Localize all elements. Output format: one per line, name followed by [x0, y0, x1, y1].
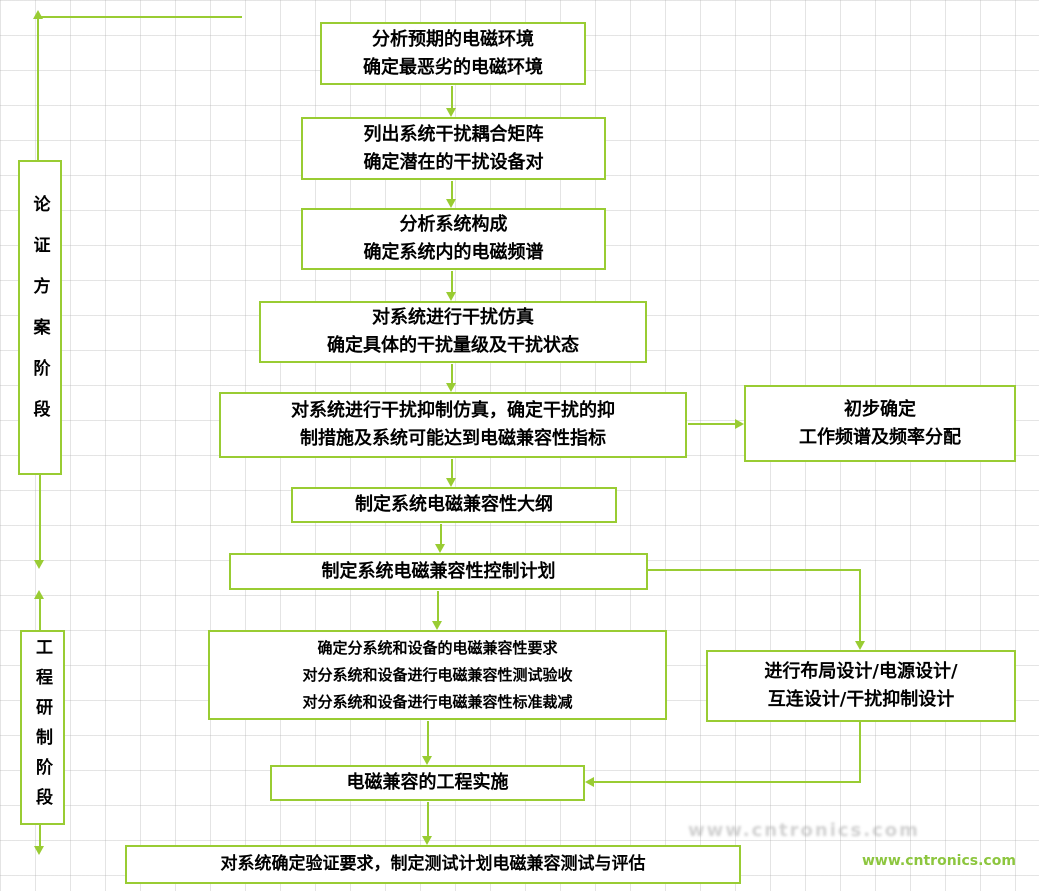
- arrowhead-down-icon: [446, 478, 456, 487]
- node-text-line: 列出系统干扰耦合矩阵: [363, 123, 544, 145]
- connector-layout-down: [859, 722, 861, 783]
- connector-env-to-matrix: [451, 86, 453, 109]
- connector-layout-to-implementation: [594, 781, 861, 783]
- node-text-line: 确定最恶劣的电磁环境: [363, 56, 543, 78]
- node-text-line: 确定系统内的电磁频谱: [363, 242, 544, 263]
- arrowhead-up-icon: [34, 590, 44, 599]
- connector-matrix-to-composition: [451, 181, 453, 200]
- node-text-line: 工作频谱及频率分配: [799, 426, 961, 448]
- connector-suppression-to-frequency: [688, 423, 736, 425]
- node-subsystem-emc-requirements: 确定分系统和设备的电磁兼容性要求 对分系统和设备进行电磁兼容性测试验收 对分系统…: [208, 630, 667, 720]
- node-layout-power-design: 进行布局设计/电源设计/ 互连设计/干扰抑制设计: [706, 650, 1016, 722]
- arrowhead-down-icon: [435, 544, 445, 553]
- node-emc-control-plan: 制定系统电磁兼容性控制计划: [229, 553, 648, 590]
- arrowhead-down-icon: [422, 836, 432, 845]
- phase-label: 工程研制阶段: [32, 637, 52, 818]
- phase-demonstration-scheme: 论证方案阶段: [18, 160, 62, 475]
- arrowhead-down-icon: [446, 292, 456, 301]
- node-text-line: 对系统确定验证要求，制定测试计划电磁兼容测试与评估: [220, 854, 646, 875]
- connector-implementation-to-verification: [427, 802, 429, 837]
- arrowhead-up-icon: [33, 10, 43, 19]
- connector-requirements-to-implementation: [427, 721, 429, 757]
- arrowhead-down-icon: [446, 383, 456, 392]
- node-text-line: 确定分系统和设备的电磁兼容性要求: [317, 638, 558, 657]
- phase1-span-top-line: [37, 18, 39, 160]
- node-system-composition: 分析系统构成 确定系统内的电磁频谱: [301, 208, 606, 270]
- arrowhead-left-icon: [585, 777, 594, 787]
- node-initial-frequency-allocation: 初步确定 工作频谱及频率分配: [744, 385, 1016, 462]
- phase-engineering-development: 工程研制阶段: [20, 630, 65, 825]
- phase-label: 论证方案阶段: [29, 194, 50, 441]
- node-text-line: 对分系统和设备进行电磁兼容性测试验收: [302, 665, 573, 684]
- node-text-line: 对系统进行干扰仿真: [372, 307, 534, 329]
- node-text-line: 分析系统构成: [399, 214, 508, 236]
- node-interference-simulation: 对系统进行干扰仿真 确定具体的干扰量级及干扰状态: [259, 301, 647, 363]
- node-emc-engineering-implementation: 电磁兼容的工程实施: [270, 765, 585, 801]
- connector-controlplan-to-requirements: [437, 591, 439, 622]
- connector-simulation-to-suppression: [451, 364, 453, 384]
- connector-outline-to-controlplan: [440, 524, 442, 545]
- node-text-line: 对系统进行干扰抑制仿真，确定干扰的抑: [291, 400, 615, 422]
- connector-down-to-layout: [859, 569, 861, 642]
- connector-controlplan-right: [648, 569, 861, 571]
- node-verification-and-evaluation: 对系统确定验证要求，制定测试计划电磁兼容测试与评估: [125, 845, 741, 884]
- node-text-line: 电磁兼容的工程实施: [346, 772, 509, 794]
- phase1-span-bottom-line: [39, 475, 41, 560]
- connector-composition-to-simulation: [451, 271, 453, 293]
- node-text-line: 确定具体的干扰量级及干扰状态: [327, 335, 579, 356]
- node-text-line: 确定潜在的干扰设备对: [363, 151, 544, 173]
- node-text-line: 制定系统电磁兼容性大纲: [355, 494, 553, 516]
- arrowhead-down-icon: [34, 846, 44, 855]
- connector-suppression-to-outline: [451, 459, 453, 479]
- node-text-line: 制措施及系统可能达到电磁兼容性指标: [300, 428, 606, 449]
- arrowhead-down-icon: [855, 641, 865, 650]
- node-interference-coupling-matrix: 列出系统干扰耦合矩阵 确定潜在的干扰设备对: [301, 117, 606, 180]
- node-text-line: 制定系统电磁兼容性控制计划: [321, 560, 556, 582]
- arrowhead-down-icon: [422, 756, 432, 765]
- watermark-faint: www.cntronics.com: [688, 820, 920, 841]
- node-text-line: 分析预期的电磁环境: [372, 28, 534, 50]
- node-text-line: 对分系统和设备进行电磁兼容性标准裁减: [302, 692, 573, 711]
- arrowhead-down-icon: [34, 560, 44, 569]
- arrowhead-down-icon: [446, 108, 456, 117]
- phase2-span-top-line: [39, 598, 41, 630]
- phase1-top-boundary-line: [38, 16, 242, 18]
- node-text-line: 互连设计/干扰抑制设计: [767, 689, 955, 710]
- node-emc-outline: 制定系统电磁兼容性大纲: [291, 487, 617, 523]
- node-analyze-em-environment: 分析预期的电磁环境 确定最恶劣的电磁环境: [320, 22, 586, 85]
- arrowhead-right-icon: [735, 419, 744, 429]
- node-text-line: 进行布局设计/电源设计/: [764, 661, 958, 683]
- node-suppression-simulation: 对系统进行干扰抑制仿真，确定干扰的抑 制措施及系统可能达到电磁兼容性指标: [219, 392, 687, 458]
- watermark-site-url: www.cntronics.com: [862, 853, 1016, 869]
- arrowhead-down-icon: [432, 621, 442, 630]
- phase2-span-bottom-line: [39, 825, 41, 847]
- node-text-line: 初步确定: [844, 398, 916, 420]
- arrowhead-down-icon: [446, 199, 456, 208]
